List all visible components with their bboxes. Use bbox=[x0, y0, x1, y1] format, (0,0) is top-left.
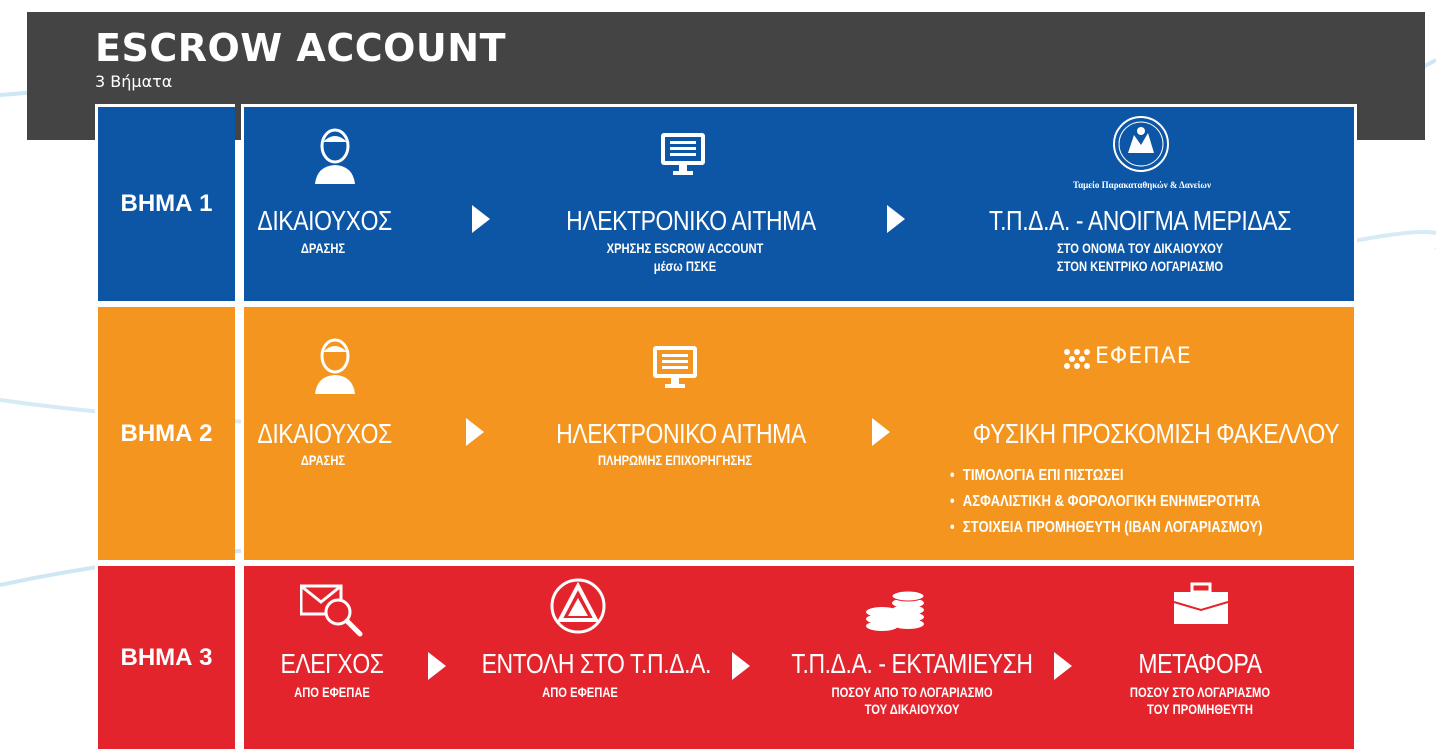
step3-item4-sub: ΠΟΣΟΥ ΣΤΟ ΛΟΓΑΡΙΑΣΜΟ bbox=[1129, 684, 1271, 700]
step1-item2-sub2: μέσω ΠΣΚΕ bbox=[653, 258, 717, 274]
user-icon bbox=[315, 338, 355, 394]
step2-label: ΒΗΜΑ 2 bbox=[120, 419, 213, 447]
efepae-logo-mark bbox=[1064, 349, 1090, 369]
step3-item4-sub2: ΤΟΥ ΠΡΟΜΗΘΕΥΤΗ bbox=[1147, 701, 1253, 717]
step2-item1-main: ΔΙΚΑΙΟΥΧΟΣ bbox=[257, 418, 392, 449]
step3-item1-sub: ΑΠΟ ΕΦΕΠΑΕ bbox=[294, 684, 370, 700]
step1-item1-sub: ΔΡΑΣΗΣ bbox=[300, 240, 346, 256]
arrow-icon bbox=[472, 205, 490, 233]
arrow-icon bbox=[872, 418, 890, 446]
tpda-logo-text: Ταμείο Παρακαταθηκών & Δανείων bbox=[1072, 180, 1212, 190]
step1-panel bbox=[241, 104, 1357, 304]
page-title: ESCROW ACCOUNT bbox=[95, 26, 506, 70]
step3-item2-sub: ΑΠΟ ΕΦΕΠΑΕ bbox=[542, 684, 618, 700]
step1-item3-main: Τ.Π.Δ.Α. - ΑΝΟΙΓΜΑ ΜΕΡΙΔΑΣ bbox=[988, 205, 1292, 236]
step3-item3-sub: ΠΟΣΟΥ ΑΠΟ ΤΟ ΛΟΓΑΡΙΑΣΜΟ bbox=[831, 684, 993, 700]
efepae-logo-text: ΕΦΕΠΑΕ bbox=[1095, 344, 1192, 369]
monitor-icon bbox=[661, 133, 705, 175]
step1-item2-sub: ΧΡΗΣΗΣ ESCROW ACCOUNT bbox=[606, 240, 764, 256]
step1-label: ΒΗΜΑ 1 bbox=[120, 190, 213, 217]
step3-item3-sub2: ΤΟΥ ΔΙΚΑΙΟΥΧΟΥ bbox=[864, 701, 960, 717]
arrow-icon bbox=[732, 652, 750, 680]
coins-icon bbox=[866, 590, 925, 631]
user-icon bbox=[315, 128, 355, 184]
emblem-icon bbox=[550, 578, 606, 634]
step3-label-box: ΒΗΜΑ 3 bbox=[95, 563, 235, 752]
step2-item2-main: ΗΛΕΚΤΡΟΝΙΚΟ ΑΙΤΗΜΑ bbox=[556, 418, 806, 449]
step1-item1-main: ΔΙΚΑΙΟΥΧΟΣ bbox=[257, 205, 392, 236]
list-item: ΣΤΟΙΧΕΙΑ ΠΡΟΜΗΘΕΥΤΗ (IBAN ΛΟΓΑΡΙΑΣΜΟΥ) bbox=[950, 515, 1263, 541]
step1-item3-sub: ΣΤΟ ΟΝΟΜΑ ΤΟΥ ΔΙΚΑΙΟΥΧΟΥ bbox=[1056, 240, 1224, 256]
page-subtitle: 3 Βήματα bbox=[95, 72, 173, 91]
monitor-icon bbox=[653, 346, 697, 388]
step2-item3-main: ΦΥΣΙΚΗ ΠΡΟΣΚΟΜΙΣΗ ΦΑΚΕΛΛΟΥ bbox=[972, 418, 1340, 449]
step3-item1-main: ΕΛΕΓΧΟΣ bbox=[280, 648, 384, 679]
mail-search-icon bbox=[300, 584, 363, 637]
step3-label: ΒΗΜΑ 3 bbox=[120, 643, 213, 671]
step1-item2-main: ΗΛΕΚΤΡΟΝΙΚΟ ΑΙΤΗΜΑ bbox=[566, 205, 816, 236]
arrow-icon bbox=[466, 418, 484, 446]
step3-item3-main: Τ.Π.Δ.Α. - ΕΚΤΑΜΙΕΥΣΗ bbox=[791, 648, 1033, 679]
step2-bullet-list: ΤΙΜΟΛΟΓΙΑ ΕΠΙ ΠΙΣΤΩΣΕΙ ΑΣΦΑΛΙΣΤΙΚΗ & ΦΟΡ… bbox=[950, 463, 1331, 541]
list-item: ΑΣΦΑΛΙΣΤΙΚΗ & ΦΟΡΟΛΟΓΙΚΗ ΕΝΗΜΕΡΟΤΗΤΑ bbox=[950, 489, 1262, 515]
list-item: ΤΙΜΟΛΟΓΙΑ ΕΠΙ ΠΙΣΤΩΣΕΙ bbox=[950, 463, 1262, 489]
arrow-icon bbox=[428, 652, 446, 680]
briefcase-icon bbox=[1173, 582, 1229, 624]
step2-item2-sub: ΠΛΗΡΩΜΗΣ ΕΠΙΧΟΡΗΓΗΣΗΣ bbox=[597, 452, 753, 468]
arrow-icon bbox=[1054, 652, 1072, 680]
step1-label-box: ΒΗΜΑ 1 bbox=[95, 104, 235, 304]
step3-panel bbox=[241, 563, 1357, 752]
step3-item4-main: ΜΕΤΑΦΟΡΑ bbox=[1138, 648, 1262, 679]
step1-item3-sub2: ΣΤΟΝ ΚΕΝΤΡΙΚΟ ΛΟΓΑΡΙΑΣΜΟ bbox=[1056, 258, 1224, 274]
step2-item1-sub: ΔΡΑΣΗΣ bbox=[300, 452, 346, 468]
tpda-seal-logo bbox=[1113, 116, 1169, 172]
arrow-icon bbox=[887, 205, 905, 233]
step3-item2-main: ΕΝΤΟΛΗ ΣΤΟ Τ.Π.Δ.Α. bbox=[481, 648, 712, 679]
step2-label-box: ΒΗΜΑ 2 bbox=[95, 304, 235, 563]
